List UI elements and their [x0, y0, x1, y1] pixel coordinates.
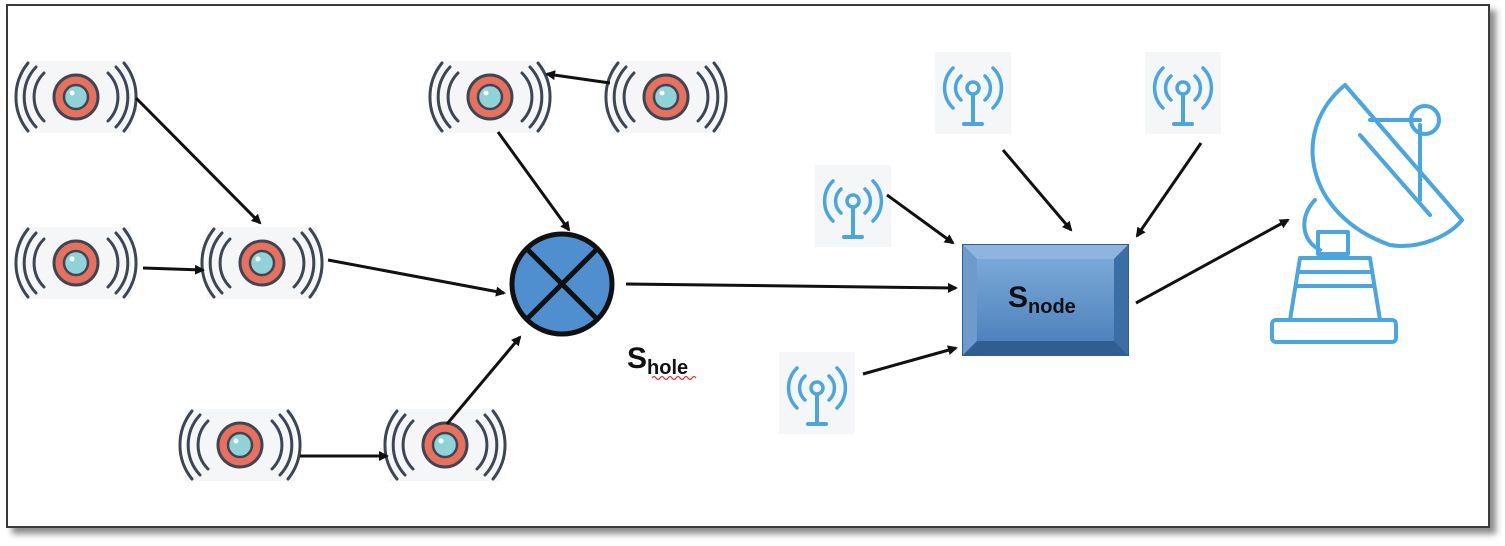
arrow	[886, 193, 955, 245]
arrow	[1001, 149, 1073, 232]
arrows	[134, 70, 1290, 461]
satellite-dish-icon	[1270, 83, 1464, 344]
sensor-node-icon	[178, 407, 302, 483]
arrow	[862, 345, 958, 376]
arrow	[1135, 142, 1203, 238]
sensor-node-icon	[428, 59, 552, 135]
spellcheck-underline	[651, 375, 697, 381]
sensor-node-icon	[604, 59, 728, 135]
sink-node-box	[962, 244, 1129, 356]
hole-label: Shole	[627, 342, 688, 379]
node-label: Snode	[1008, 281, 1076, 318]
arrow	[142, 264, 205, 275]
antenna-icon	[777, 350, 857, 436]
arrow	[445, 335, 522, 425]
hole-junction-icon	[509, 231, 615, 337]
sensor-node-icon	[200, 225, 324, 301]
arrow	[134, 96, 262, 225]
sensor-node-icon	[14, 59, 138, 135]
arrow	[327, 258, 506, 297]
antenna-icon	[933, 50, 1013, 136]
arrow	[496, 131, 571, 232]
arrow	[625, 282, 958, 293]
arrow	[1135, 218, 1290, 305]
arrow	[545, 70, 611, 85]
antenna-icon	[813, 163, 893, 249]
sensor-node-icon	[383, 407, 507, 483]
sensor-node-icon	[14, 225, 138, 301]
antenna-icon	[1143, 50, 1223, 136]
